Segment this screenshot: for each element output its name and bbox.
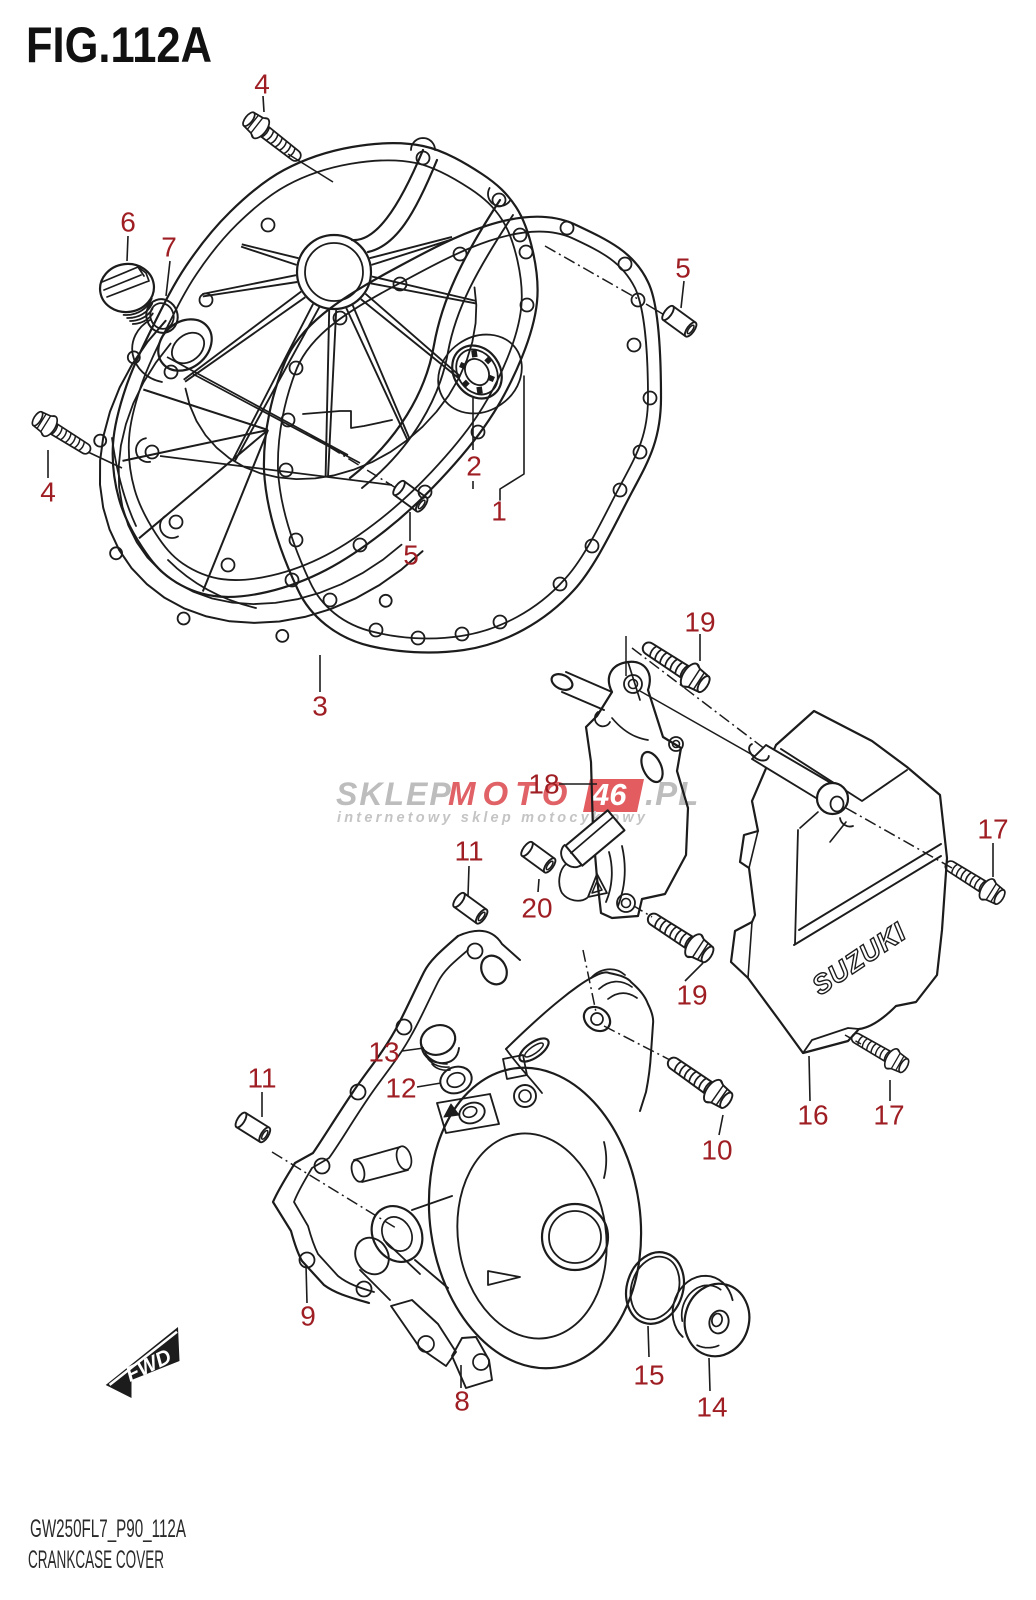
svg-text:1: 1: [491, 496, 507, 527]
svg-text:3: 3: [312, 691, 328, 722]
svg-text:GW250FL7_P90_112A: GW250FL7_P90_112A: [30, 1515, 186, 1543]
svg-text:9: 9: [300, 1301, 316, 1332]
svg-text:MOTO: MOTO: [448, 775, 574, 812]
svg-text:4: 4: [40, 477, 56, 508]
svg-text:CRANKCASE COVER: CRANKCASE COVER: [28, 1546, 164, 1574]
svg-text:10: 10: [701, 1135, 732, 1166]
svg-text:11: 11: [454, 836, 483, 867]
svg-text:17: 17: [873, 1100, 904, 1131]
svg-text:13: 13: [368, 1037, 399, 1068]
svg-text:19: 19: [676, 980, 707, 1011]
svg-text:8: 8: [454, 1386, 470, 1417]
svg-text:FIG.112A: FIG.112A: [26, 17, 212, 73]
svg-text:20: 20: [521, 893, 552, 924]
svg-text:internetowy sklep motocyklowy: internetowy sklep motocyklowy: [337, 810, 648, 826]
svg-text:14: 14: [696, 1392, 727, 1423]
svg-text:46: 46: [591, 777, 627, 812]
svg-text:5: 5: [403, 540, 419, 571]
svg-text:2: 2: [466, 451, 482, 482]
svg-text:16: 16: [797, 1100, 828, 1131]
svg-text:SKLEP: SKLEP: [336, 776, 453, 812]
svg-text:17: 17: [977, 814, 1008, 845]
svg-text:19: 19: [684, 607, 715, 638]
svg-text:7: 7: [161, 232, 177, 263]
svg-text:4: 4: [254, 69, 270, 100]
svg-text:5: 5: [675, 253, 691, 284]
svg-text:6: 6: [120, 207, 136, 238]
svg-text:18: 18: [528, 769, 559, 800]
svg-text:12: 12: [385, 1073, 416, 1104]
svg-text:15: 15: [633, 1360, 664, 1391]
svg-text:11: 11: [247, 1063, 276, 1094]
